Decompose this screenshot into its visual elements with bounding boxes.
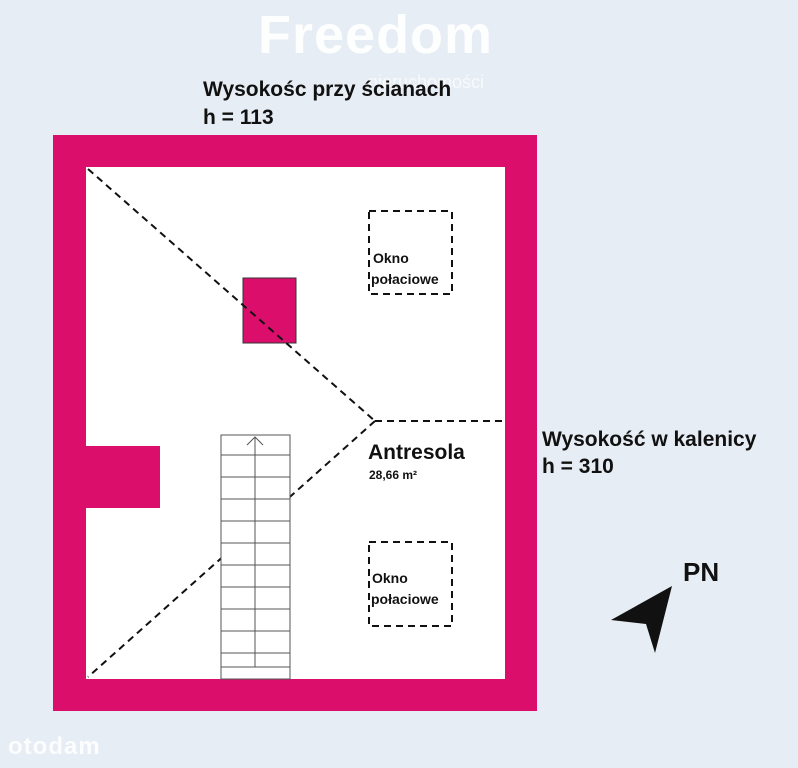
stair-landing: [220, 666, 291, 680]
skylight-top: [368, 210, 453, 295]
skylight-bottom: [368, 541, 453, 627]
room-name: Antresola: [368, 441, 465, 464]
chimney: [242, 277, 297, 344]
wall-protrusion: [85, 446, 160, 508]
ridge-height-title: Wysokość w kalenicy: [542, 428, 757, 451]
wall-height-value: h = 113: [203, 106, 274, 129]
north-arrow-icon: [611, 586, 672, 653]
watermark-footer: otodam: [8, 733, 101, 760]
skylight-bottom-label-1: Okno: [372, 570, 408, 586]
interior-floor: [86, 167, 505, 679]
staircase: [220, 434, 291, 680]
skylight-bottom-label-2: połaciowe: [371, 591, 439, 607]
roof-line-top-diagonal: [87, 168, 376, 422]
wall-height-title: Wysokośc przy ścianach: [203, 78, 452, 101]
watermark-sub: nieruchomości: [368, 72, 485, 92]
watermark-brand: Freedom: [258, 5, 494, 65]
skylight-top-label-1: Okno: [373, 250, 409, 266]
room-area: 28,66 m²: [369, 468, 418, 482]
north-label: PN: [683, 557, 720, 587]
ridge-height-value: h = 310: [542, 455, 614, 478]
skylight-top-label-2: połaciowe: [371, 271, 439, 287]
